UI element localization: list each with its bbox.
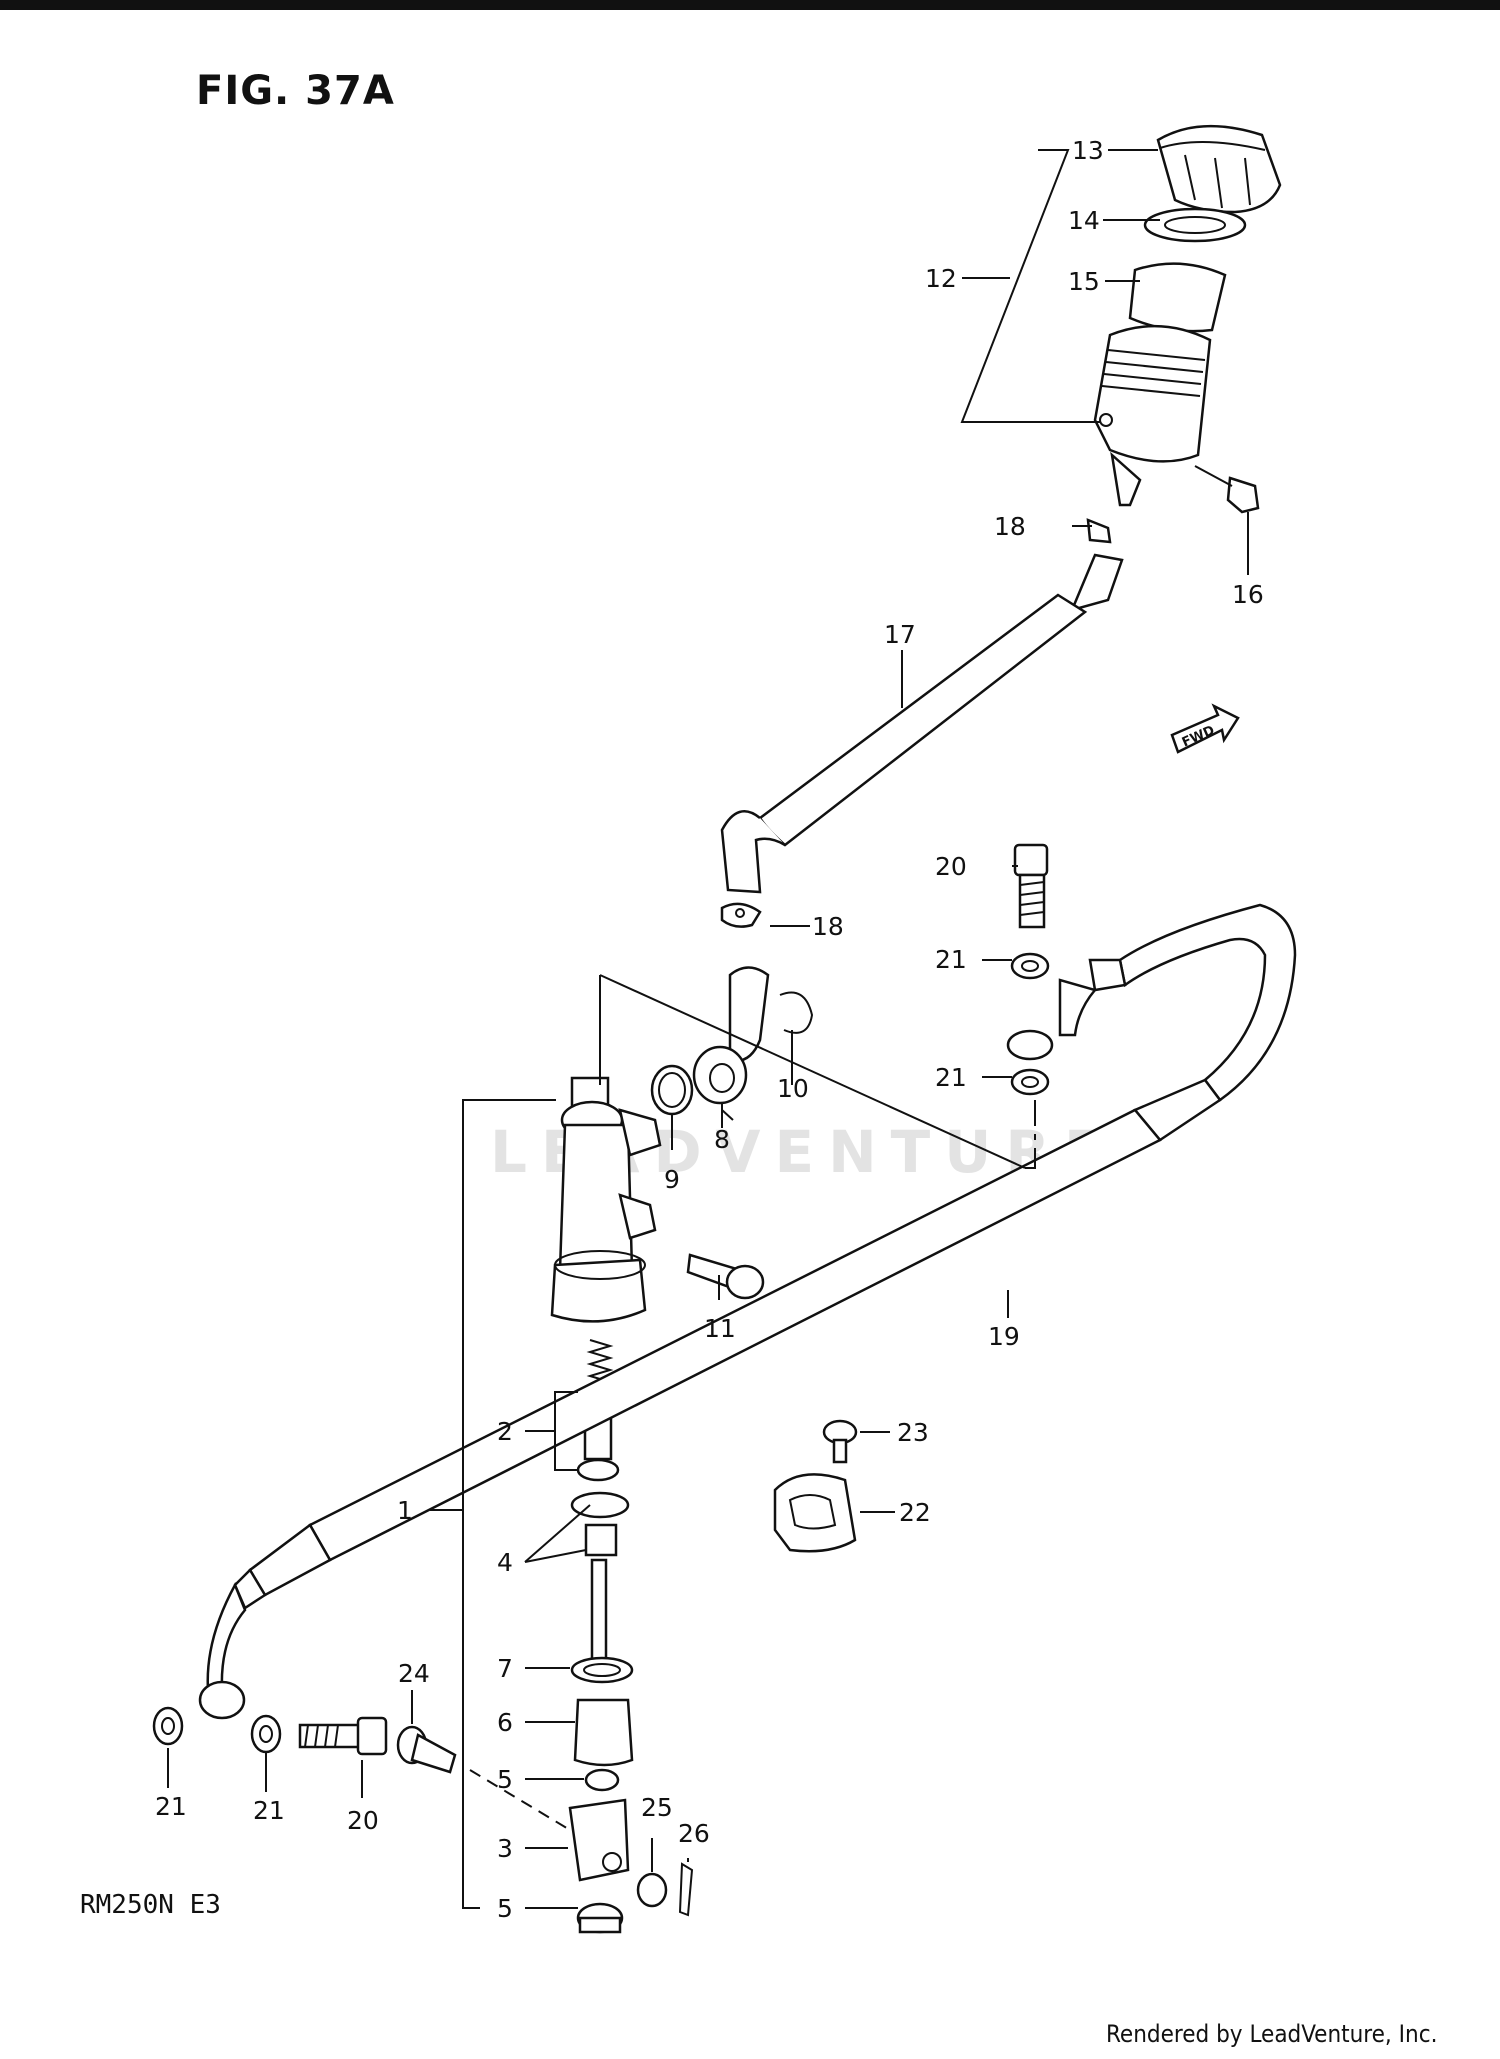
clevis-joint: [568, 1798, 630, 1882]
callout-5-lower: 5: [497, 1894, 513, 1923]
callout-19: 19: [988, 1322, 1020, 1351]
callout-21-upper-b: 21: [935, 1063, 967, 1092]
upper-banjo: [1006, 1029, 1054, 1061]
push-rod: [590, 1558, 608, 1662]
lower-washer-b: [250, 1714, 282, 1754]
reservoir-diaphragm: [1128, 262, 1227, 333]
dust-boot: [573, 1698, 634, 1767]
callout-21-lower-a: 21: [155, 1792, 187, 1821]
callout-10: 10: [777, 1074, 809, 1103]
clevis-pin: [396, 1725, 457, 1774]
callout-1: 1: [397, 1496, 413, 1525]
washer: [636, 1872, 668, 1908]
callout-6: 6: [497, 1708, 513, 1737]
callout-2: 2: [497, 1417, 513, 1446]
callout-20-upper: 20: [935, 852, 967, 881]
inlet-o-ring: [650, 1064, 694, 1116]
callout-22: 22: [899, 1498, 931, 1527]
cotter-pin: [678, 1862, 694, 1917]
reservoir-cap: [1156, 124, 1282, 214]
callout-15: 15: [1068, 267, 1100, 296]
lower-hose-clamp: [720, 902, 762, 928]
leader-lines: [167, 149, 1249, 1909]
fwd-arrow-icon: FWD: [1170, 703, 1240, 754]
hose-guide: [773, 1473, 857, 1553]
callout-16: 16: [1232, 580, 1264, 609]
callout-24: 24: [398, 1659, 430, 1688]
callout-5-upper: 5: [497, 1765, 513, 1794]
guide-screw: [822, 1419, 858, 1464]
reservoir-diaphragm-plate: [1143, 207, 1247, 243]
callout-23: 23: [897, 1418, 929, 1447]
callout-26: 26: [678, 1819, 710, 1848]
callout-3: 3: [497, 1834, 513, 1863]
push-rod-circlip: [570, 1656, 634, 1684]
upper-hose-clamp: [1086, 518, 1112, 544]
lower-union-bolt: [298, 1716, 388, 1756]
reservoir-body: [1093, 324, 1212, 507]
top-border: [0, 0, 1500, 10]
circlip: [779, 991, 814, 1034]
callout-labels: 13 14 12 15 18 16 17 18 20 21 21 10 8 9 …: [155, 136, 1264, 1923]
callout-9: 9: [664, 1165, 680, 1194]
callout-17: 17: [884, 620, 916, 649]
footer-credit: Rendered by LeadVenture, Inc.: [1106, 2020, 1438, 2048]
upper-union-bolt: [1013, 843, 1049, 929]
lower-washer-a: [152, 1706, 184, 1746]
lock-nut: [584, 1768, 620, 1792]
brake-hose: [206, 903, 1297, 1692]
callout-8: 8: [714, 1125, 730, 1154]
upper-washer-a: [1010, 952, 1050, 980]
lower-banjo: [198, 1680, 246, 1720]
callout-21-upper-a: 21: [935, 945, 967, 974]
callout-12: 12: [925, 264, 957, 293]
callout-4: 4: [497, 1548, 513, 1577]
upper-washer-b: [1010, 1068, 1050, 1096]
callout-11: 11: [704, 1314, 736, 1343]
callout-18-upper: 18: [994, 512, 1026, 541]
model-code: RM250N E3: [80, 1890, 221, 1920]
piston-cup: [570, 1491, 630, 1557]
callout-14: 14: [1068, 206, 1100, 235]
figure-title: FIG. 37A: [196, 68, 395, 114]
master-cylinder-body: [550, 1076, 662, 1323]
callout-13: 13: [1072, 136, 1104, 165]
callout-18-lower: 18: [812, 912, 844, 941]
callout-25: 25: [641, 1793, 673, 1822]
callout-21-lower-b: 21: [253, 1796, 285, 1825]
callout-20-lower: 20: [347, 1806, 379, 1835]
reservoir-hose: [720, 553, 1124, 894]
mounting-bolt: [686, 1253, 765, 1300]
callout-7: 7: [497, 1654, 513, 1683]
lower-nut: [576, 1902, 624, 1934]
reservoir-bolt: [1194, 465, 1260, 514]
